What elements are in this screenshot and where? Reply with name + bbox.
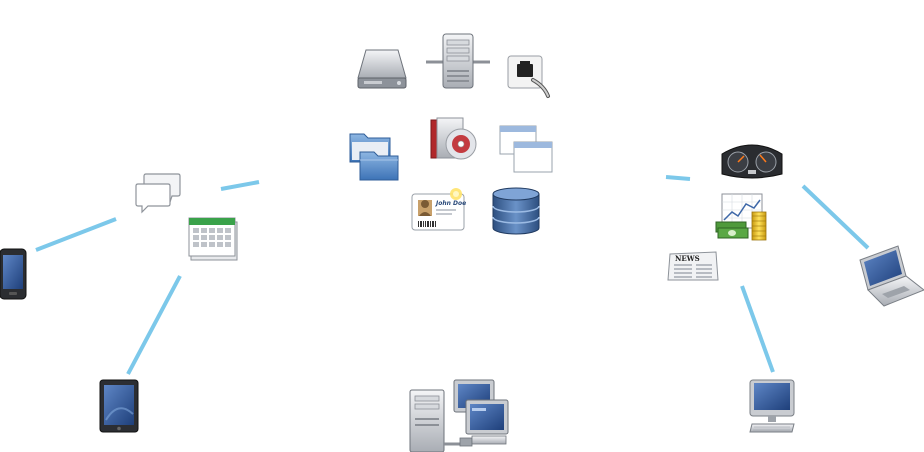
networked-computers-icon bbox=[409, 379, 509, 452]
contact-card-name: John Doe bbox=[435, 200, 466, 207]
software-disc-box-icon bbox=[430, 117, 477, 160]
server-tower-icon bbox=[426, 33, 490, 89]
desktop-computer-icon bbox=[749, 379, 795, 433]
connector-lines bbox=[35, 175, 870, 375]
connector-chat-phone bbox=[35, 217, 117, 252]
contact-card-icon: John Doe bbox=[411, 188, 466, 231]
connector-calendar-tablet bbox=[126, 275, 182, 375]
application-windows-icon bbox=[499, 125, 553, 173]
calendar-icon bbox=[188, 217, 238, 261]
connector-hub-right bbox=[665, 175, 691, 181]
network-jack-icon bbox=[507, 55, 550, 98]
newspaper-masthead: NEWS bbox=[675, 254, 700, 263]
hard-drive-icon bbox=[357, 49, 407, 89]
chat-bubbles-icon bbox=[135, 173, 181, 214]
connector-news-desktop bbox=[740, 285, 775, 373]
newspaper-icon: NEWS bbox=[667, 251, 719, 281]
connector-dashboard-laptop bbox=[801, 184, 870, 250]
database-icon bbox=[492, 187, 540, 235]
dashboard-gauge-icon bbox=[721, 144, 783, 179]
laptop-icon bbox=[859, 245, 924, 307]
smartphone-icon bbox=[0, 248, 27, 300]
connector-hub-left bbox=[220, 180, 260, 191]
folders-icon bbox=[349, 133, 399, 181]
finance-chart-money-icon bbox=[715, 193, 767, 241]
tablet-icon bbox=[99, 379, 139, 433]
